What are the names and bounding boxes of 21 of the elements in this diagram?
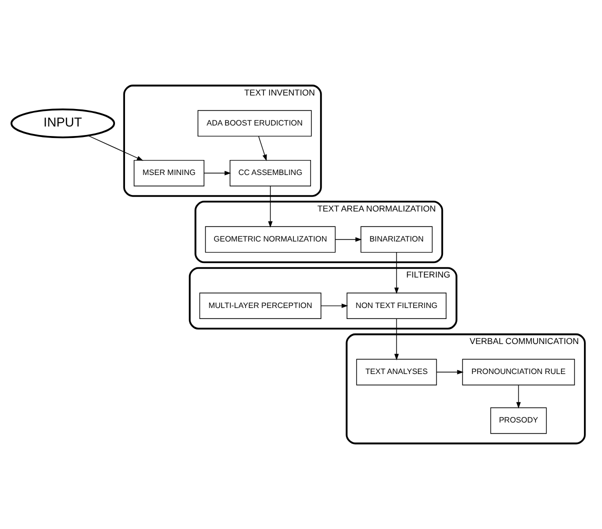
node-box: BINARIZATION [360,226,433,253]
arrow [436,370,464,374]
arrow [268,186,273,228]
arrow [258,136,267,162]
node-box: NON TEXT FILTERING [346,292,446,319]
arrow [204,170,232,176]
arrow [335,237,362,242]
node-box: ADA BOOST ERUDICTION [198,110,312,137]
node-box: CC ASSEMBLING [230,160,311,186]
arrow [516,384,521,409]
node-box: PROSODY [490,407,547,434]
node-box: TEXT ANALYSES [356,358,437,386]
node-ellipse: INPUT [10,108,116,138]
arrow [320,304,348,308]
node-box: MSER MINING [134,160,204,186]
arrow [394,252,399,294]
arrow [88,135,144,161]
node-box: GEOMETRIC NORMALIZATION [205,226,336,253]
node-box: MULTI-LAYER PERCEPTION [199,292,322,319]
node-box: PRONOUNCIATION RULE [462,358,575,386]
arrow [394,318,399,360]
